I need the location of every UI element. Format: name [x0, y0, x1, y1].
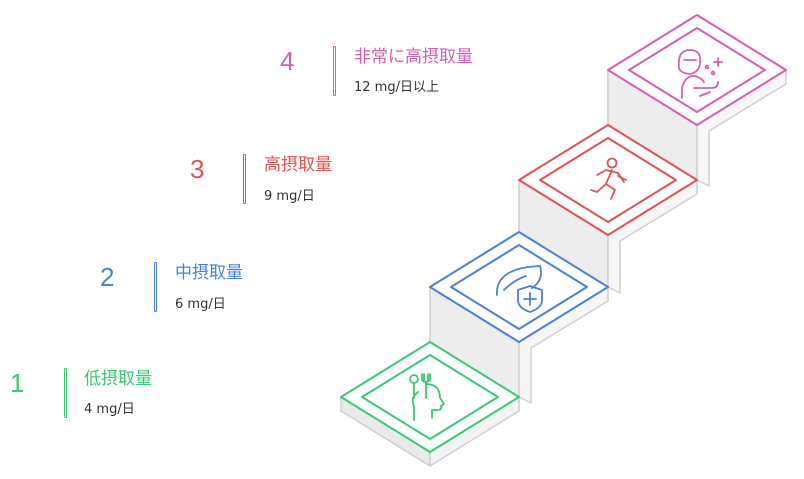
leaf-shield-icon: [496, 265, 543, 313]
level-desc: 6 mg/日: [175, 297, 226, 312]
step-top-1: [340, 341, 520, 453]
level-title: 高摂取量: [264, 155, 332, 175]
step-top-2: [429, 231, 609, 343]
level-desc: 12 mg/日以上: [354, 80, 439, 95]
level-title: 非常に高摂取量: [354, 47, 473, 67]
level-number: 4: [280, 46, 295, 76]
level-number: 2: [100, 262, 115, 292]
level-desc: 9 mg/日: [264, 189, 315, 204]
level-number: 1: [10, 368, 25, 398]
level-title: 中摂取量: [175, 263, 243, 283]
utensils-head-icon: [409, 373, 445, 421]
level-bar: [243, 154, 246, 204]
level-number: 3: [190, 154, 205, 184]
distressed-person-icon: [677, 49, 723, 99]
level-title: 低摂取量: [84, 369, 152, 389]
level-desc: 4 mg/日: [84, 402, 135, 417]
level-bar: [154, 262, 157, 312]
running-person-icon: [590, 157, 627, 200]
level-bar: [333, 46, 336, 96]
level-bar: [64, 368, 67, 418]
